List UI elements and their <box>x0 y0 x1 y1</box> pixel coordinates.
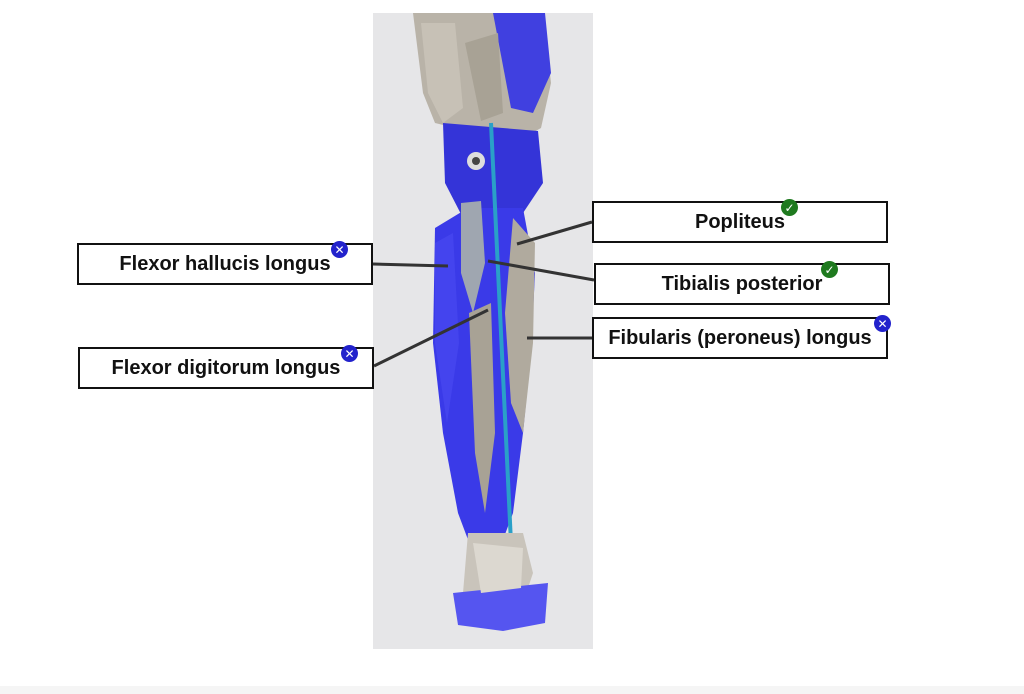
label-box-tibialis-posterior[interactable]: Tibialis posterior ✓ <box>594 261 890 305</box>
label-box-popliteus[interactable]: Popliteus ✓ <box>592 199 888 243</box>
label-text: Flexor digitorum longus <box>111 356 341 379</box>
label-text: Tibialis posterior <box>661 272 823 295</box>
bottom-strip <box>0 686 1024 694</box>
label-text: Popliteus <box>694 210 785 233</box>
label-text: Flexor hallucis longus <box>119 252 331 275</box>
x-circle-icon: ✕ <box>341 345 358 362</box>
label-box-flexor-hallucis-longus[interactable]: Flexor hallucis longus ✕ <box>77 241 373 285</box>
check-circle-icon: ✓ <box>821 261 838 278</box>
label-text: Fibularis (peroneus) longus <box>608 326 872 349</box>
x-circle-icon: ✕ <box>331 241 348 258</box>
label-box-fibularis-longus[interactable]: Fibularis (peroneus) longus ✕ <box>592 315 891 359</box>
label-box-flexor-digitorum-longus[interactable]: Flexor digitorum longus ✕ <box>78 345 374 389</box>
x-circle-icon: ✕ <box>874 315 891 332</box>
leg-anatomy-image <box>373 13 593 649</box>
check-circle-icon: ✓ <box>781 199 798 216</box>
